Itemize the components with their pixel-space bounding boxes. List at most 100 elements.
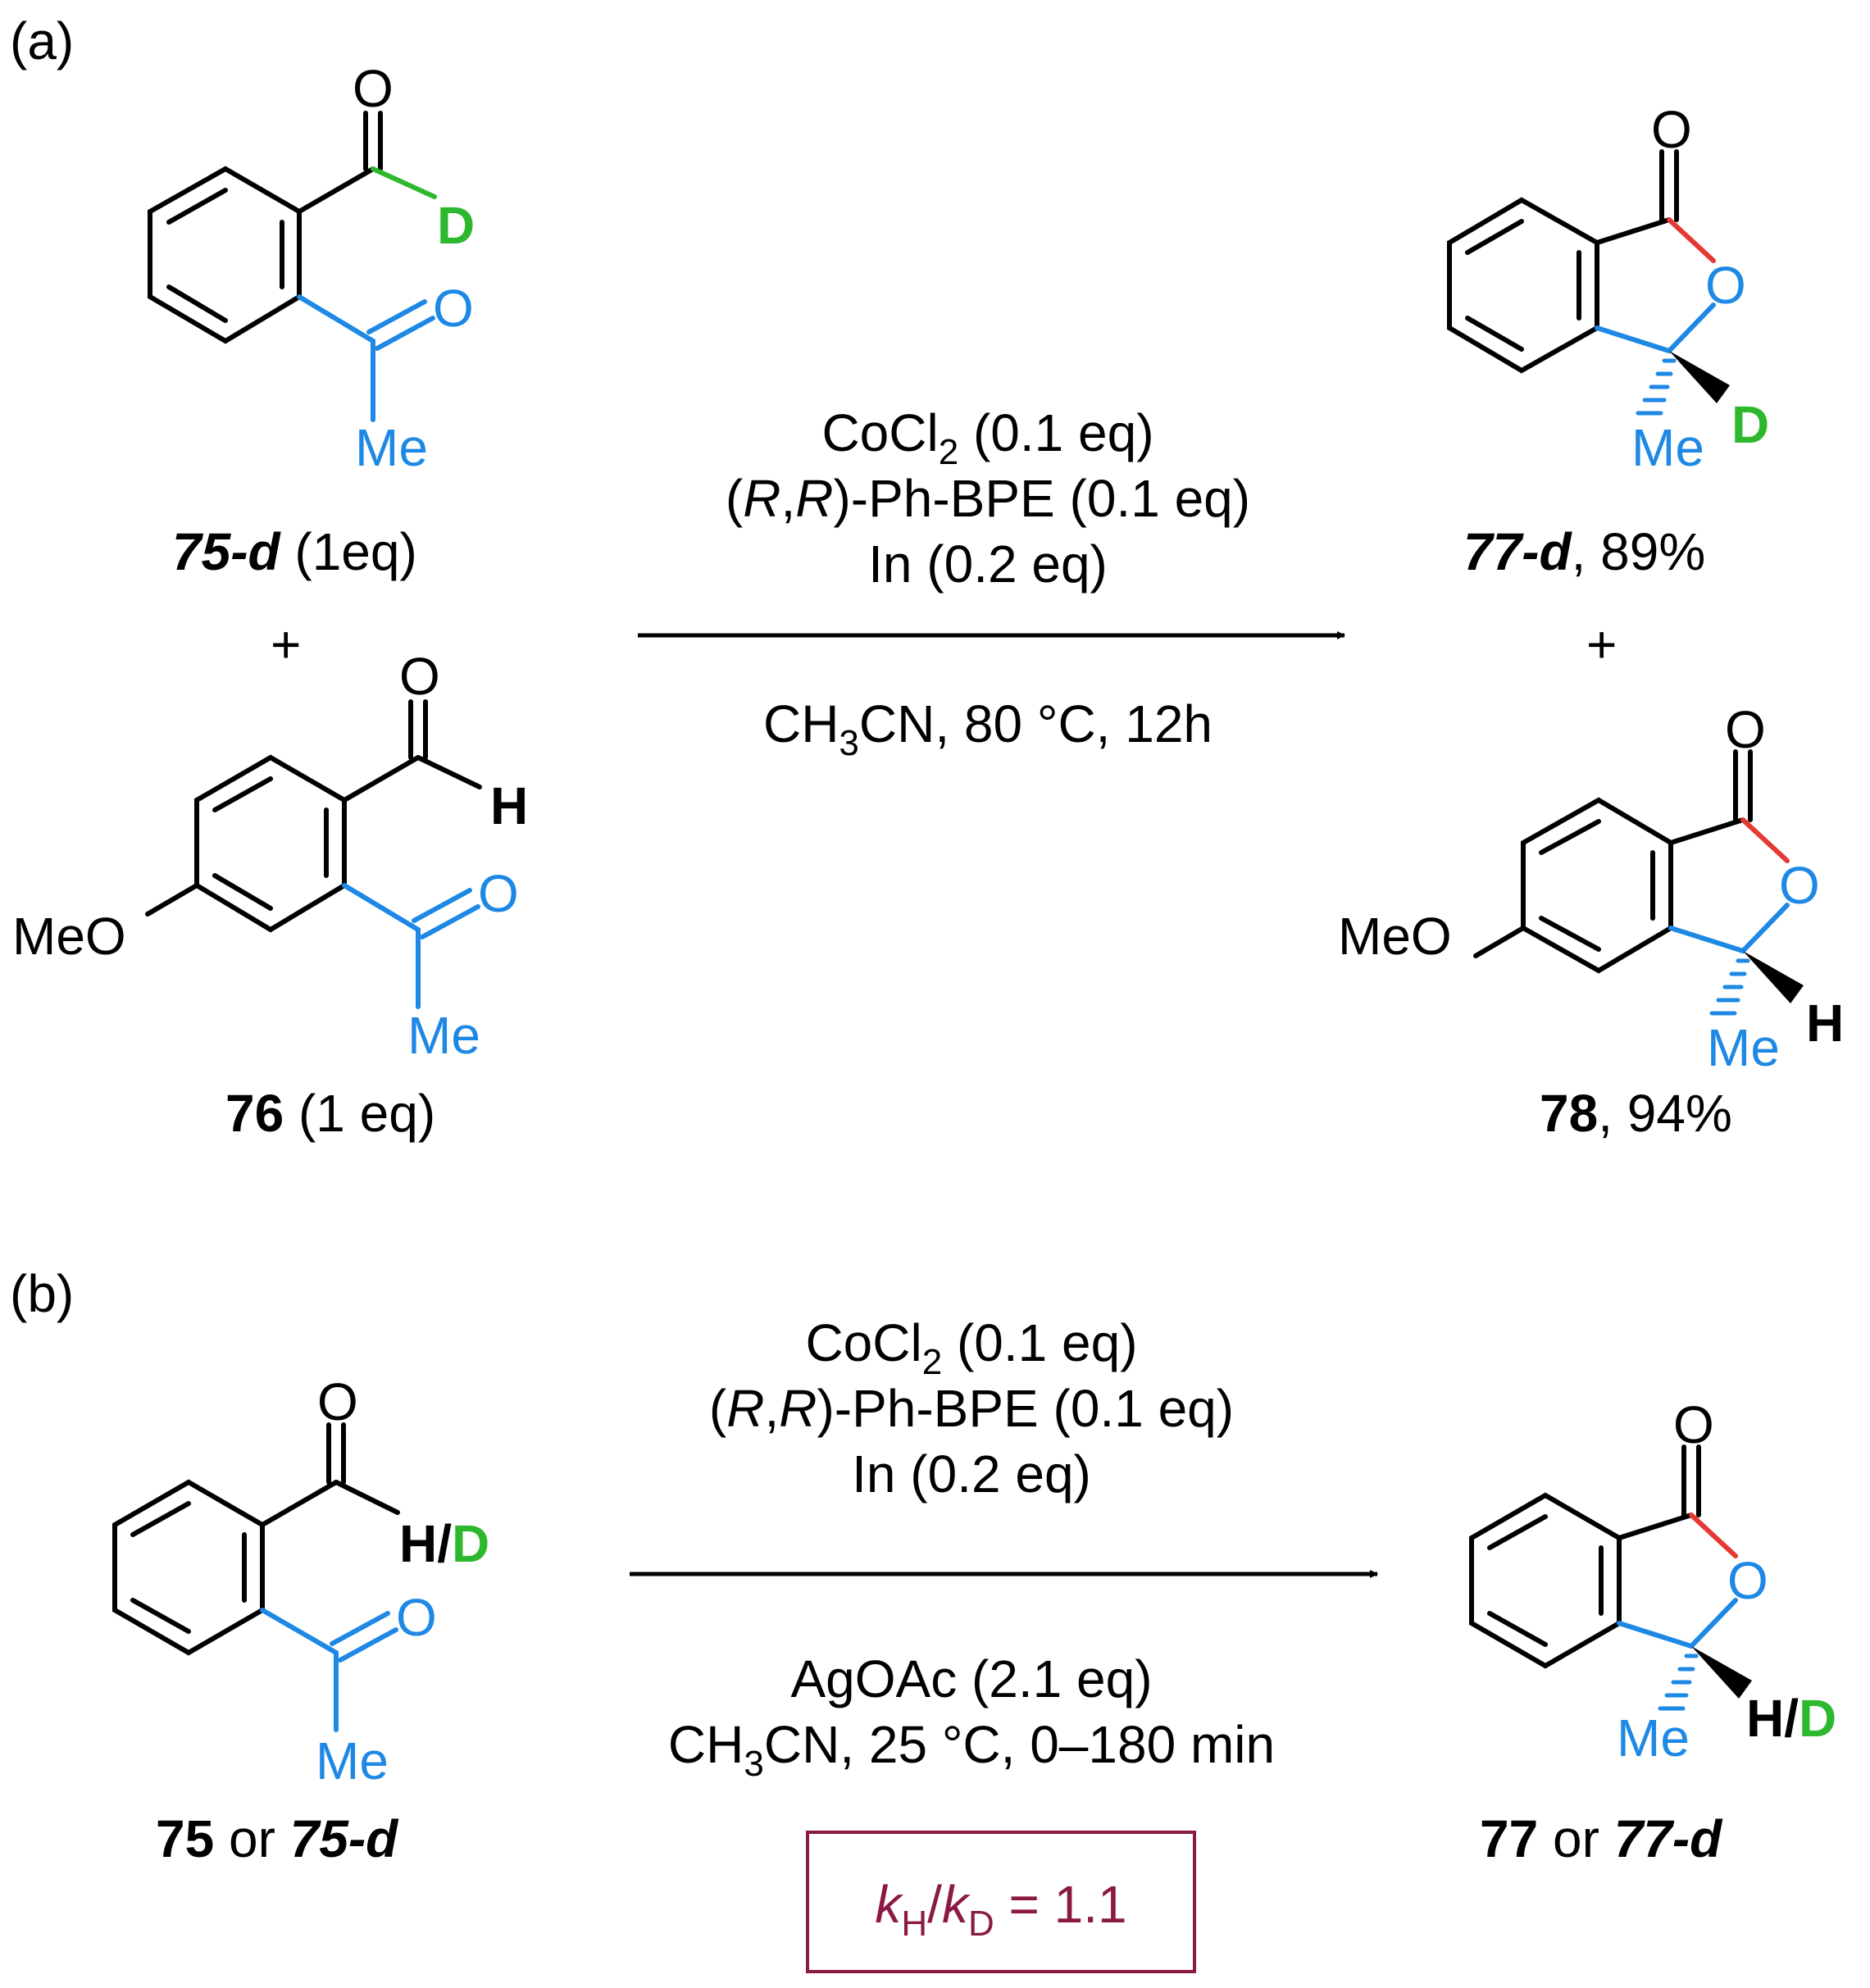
compound-yield: , 89% (1572, 522, 1706, 581)
lactone-c-carbonyl (1595, 217, 1672, 245)
atom-d: D (437, 196, 475, 255)
new-co-bond (1689, 1513, 1738, 1558)
atom-o-ketone: O (396, 1588, 437, 1647)
benzene-ring (148, 166, 302, 344)
atom-me: Me (355, 418, 428, 477)
inner-double-bonds (166, 188, 284, 323)
methoxy-bond (145, 883, 199, 917)
ring-o-c-bonds (1668, 903, 1790, 954)
wedge-bond-h (1743, 951, 1804, 1003)
atom-meo: MeO (1338, 907, 1452, 966)
conditions-b-line4: AgOAc (2.1 eq) (790, 1649, 1152, 1708)
compound-label-75-or-75-d: 75 or 75-d (156, 1809, 399, 1868)
hashed-me-bond (1658, 1654, 1699, 1711)
atom-h-d-label: H/D (399, 1514, 489, 1573)
aldehyde-co-double-bond (408, 699, 428, 760)
compound-yield: , 94% (1598, 1084, 1732, 1143)
conditions-a-line2: (R,R)-Ph-BPE (0.1 eq) (726, 469, 1250, 528)
ketone-co-double-bond (412, 888, 480, 939)
compound-label-75-d: 75-d (1eq) (172, 522, 417, 581)
panel-b-label: (b) (10, 1264, 74, 1323)
ketone-co-double-bond (330, 1611, 398, 1663)
compound-name: 76 (225, 1084, 284, 1143)
hashed-me-bond (1709, 958, 1750, 1016)
wedge-bond-d (1669, 351, 1730, 403)
atom-o-ring: O (1779, 856, 1820, 915)
aldehyde-carbon-bond (260, 1480, 339, 1527)
conditions-b-line3: In (0.2 eq) (852, 1444, 1091, 1504)
lactone-c-carbonyl (1617, 1513, 1694, 1540)
conditions-b-line2: (R,R)-Ph-BPE (0.1 eq) (709, 1379, 1234, 1438)
product-78 (1473, 749, 1790, 1016)
atom-o-aldehyde: O (317, 1372, 358, 1431)
compound-label-77-or-77-d: 77 or 77-d (1480, 1809, 1723, 1868)
atom-h: H (1806, 994, 1844, 1053)
product-77-d (1447, 149, 1716, 416)
inner-double-bonds (1487, 1514, 1604, 1647)
benzene-ring (112, 1479, 265, 1656)
reactant-76 (145, 699, 482, 1009)
atom-o-carbonyl: O (1673, 1395, 1714, 1454)
benzene-ring (1447, 197, 1599, 374)
new-co-bond (1740, 817, 1790, 863)
atom-me: Me (1631, 418, 1704, 477)
compound-amount: (1eq) (280, 522, 417, 581)
atom-o-ketone: O (433, 279, 474, 338)
product-77-or-77-d (1469, 1444, 1738, 1711)
atom-o-ring: O (1705, 256, 1746, 315)
lactone-co-double-bond (1681, 1444, 1701, 1517)
atom-d: D (1731, 395, 1769, 454)
compound-name: 78 (1540, 1084, 1598, 1143)
aldehyde-cd-bond (371, 166, 437, 199)
inner-double-bonds (130, 1501, 247, 1634)
compound-name: 75-d (172, 522, 282, 581)
kie-value: kH/kD = 1.1 (875, 1875, 1126, 1944)
aldehyde-carbon-bond (342, 755, 421, 803)
plus-sign-left: + (271, 615, 301, 674)
kie-box (806, 1831, 1196, 1973)
atom-me: Me (1707, 1018, 1780, 1077)
compound-label-76: 76 (1 eq) (225, 1084, 435, 1143)
lactone-co-double-bond (1659, 149, 1679, 222)
atom-meo: MeO (12, 907, 126, 966)
compound-name: 77-d (1463, 522, 1573, 581)
ring-o-c-bonds (1595, 303, 1716, 354)
atom-o-carbonyl: O (1651, 100, 1692, 159)
atom-me: Me (316, 1731, 389, 1790)
conditions-a-line4: CH3CN, 80 °C, 12h (763, 694, 1213, 763)
atom-o-ring: O (1727, 1551, 1768, 1610)
atom-o-aldehyde: O (399, 647, 440, 706)
atom-o-ketone: O (478, 864, 519, 923)
aldehyde-ch-bond (334, 1480, 400, 1515)
inner-double-bonds (212, 776, 329, 911)
panel-a-label: (a) (10, 11, 74, 71)
reactant-75-d (148, 111, 437, 422)
conditions-b-line5: CH3CN, 25 °C, 0–180 min (668, 1715, 1275, 1784)
acetyl-bond (342, 883, 421, 1009)
reactant-75-or-75-d (112, 1422, 400, 1732)
lactone-co-double-bond (1733, 749, 1753, 822)
benzene-ring (1521, 797, 1673, 974)
hashed-me-bond (1636, 358, 1677, 416)
conditions-a-line1: CoCl2 (0.1 eq) (821, 403, 1153, 472)
benzene-ring (194, 754, 347, 933)
plus-sign-right: + (1586, 615, 1617, 674)
lactone-c-carbonyl (1668, 817, 1745, 845)
aldehyde-co-double-bond (363, 111, 383, 171)
new-co-bond (1667, 217, 1716, 263)
acetyl-bond (260, 1608, 339, 1732)
wedge-bond-h-d (1691, 1646, 1752, 1699)
atom-me: Me (407, 1006, 480, 1065)
aldehyde-ch-bond (416, 755, 482, 789)
ketone-co-double-bond (366, 299, 435, 351)
acetyl-bond (297, 294, 375, 422)
methoxy-bond (1473, 926, 1526, 958)
atom-o-aldehyde: O (353, 59, 394, 118)
atom-h: H (490, 776, 528, 835)
conditions-a-line3: In (0.2 eq) (868, 535, 1108, 594)
aldehyde-co-double-bond (326, 1422, 346, 1485)
atom-me: Me (1617, 1708, 1690, 1767)
inner-double-bonds (1539, 819, 1655, 952)
compound-amount: (1 eq) (284, 1084, 435, 1143)
